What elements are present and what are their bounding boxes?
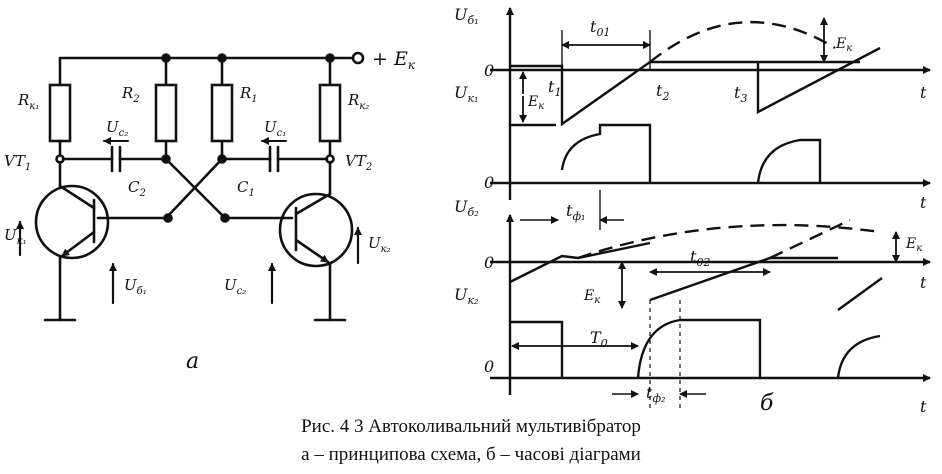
zero-label-4: 0 — [484, 357, 494, 376]
t-label-3: t — [920, 273, 927, 292]
waveform-ub1-asymptote — [649, 20, 836, 63]
label-T0: T0 — [590, 328, 608, 350]
label-uk1: Uк₁ — [4, 226, 27, 247]
supply-terminal — [351, 51, 365, 65]
circuit-schematic — [16, 51, 365, 322]
label-r1: R1 — [239, 84, 258, 105]
t-label-1: t — [920, 83, 927, 102]
label-ub2-axis: Uб₂ — [454, 197, 479, 219]
label-r2: R2 — [121, 84, 140, 105]
waveform-uk2 — [510, 318, 881, 379]
supply-label: + Eк — [372, 48, 416, 72]
zero-label-1: 0 — [484, 61, 494, 80]
resistor-rk1 — [48, 83, 72, 143]
label-ek-2: Eк — [835, 36, 852, 54]
label-uk2-axis: Uк₂ — [454, 285, 478, 307]
waveform-ub2-asymptote — [577, 223, 881, 260]
circuit-labels: + Eк Rк₁ R2 R1 Rк₂ C2 C1 Uc₂ Uc₁ VT1 VT2… — [4, 48, 416, 374]
label-tf2: tф₂ — [646, 383, 665, 405]
label-t01: t01 — [590, 17, 610, 39]
zero-label-2: 0 — [484, 173, 494, 192]
label-c2: C2 — [128, 178, 146, 199]
label-rk2: Rк₂ — [347, 91, 369, 112]
caption-line-2: а – принципова схема, б – часові діаграм… — [301, 444, 641, 465]
waveform-uk1-pulse2 — [756, 138, 822, 184]
caption-line-1: Рис. 4 3 Автоколивальний мультивібратор — [301, 416, 641, 437]
t-label-4: t — [920, 397, 927, 416]
label-t02: t02 — [690, 247, 710, 269]
label-uk2: Uк₂ — [368, 234, 391, 255]
timing-labels: Uб₁ Uк₁ Uб₂ Uк₂ 0 0 0 0 t t t t t01 tф₁ … — [454, 5, 927, 416]
resistor-r1 — [210, 83, 234, 143]
label-tf1: tф₁ — [566, 201, 585, 223]
t-label-2: t — [920, 193, 927, 212]
label-c1: C1 — [237, 178, 255, 199]
label-ek-1: Eк — [527, 94, 544, 112]
label-uk1-axis: Uк₁ — [454, 83, 478, 105]
panel-label-b: б — [760, 391, 774, 416]
timing-diagrams — [490, 7, 931, 410]
waveform-uk1 — [510, 123, 652, 183]
label-ub1: Uб₁ — [124, 276, 147, 297]
resistor-r2 — [154, 83, 178, 143]
label-uc1-top: Uc₁ — [264, 118, 286, 139]
label-ub1-axis: Uб₁ — [454, 5, 479, 27]
zero-label-3: 0 — [484, 253, 494, 272]
label-uc2-bottom: Uc₂ — [224, 276, 246, 297]
transistor-vt2 — [278, 192, 354, 268]
label-vt1: VT1 — [4, 152, 31, 173]
label-ek-3: Eк — [583, 288, 600, 306]
panel-label-a: а — [186, 349, 199, 374]
label-uc2-top: Uc₂ — [106, 118, 128, 139]
label-vt2: VT2 — [345, 152, 372, 173]
resistor-rk2 — [318, 83, 342, 143]
label-ek-4: Eк — [905, 236, 922, 254]
label-rk1: Rк₁ — [17, 91, 39, 112]
label-t3: t3 — [734, 83, 747, 105]
transistor-vt1 — [34, 184, 110, 260]
label-t2: t2 — [656, 81, 669, 103]
label-t1: t1 — [548, 77, 561, 99]
